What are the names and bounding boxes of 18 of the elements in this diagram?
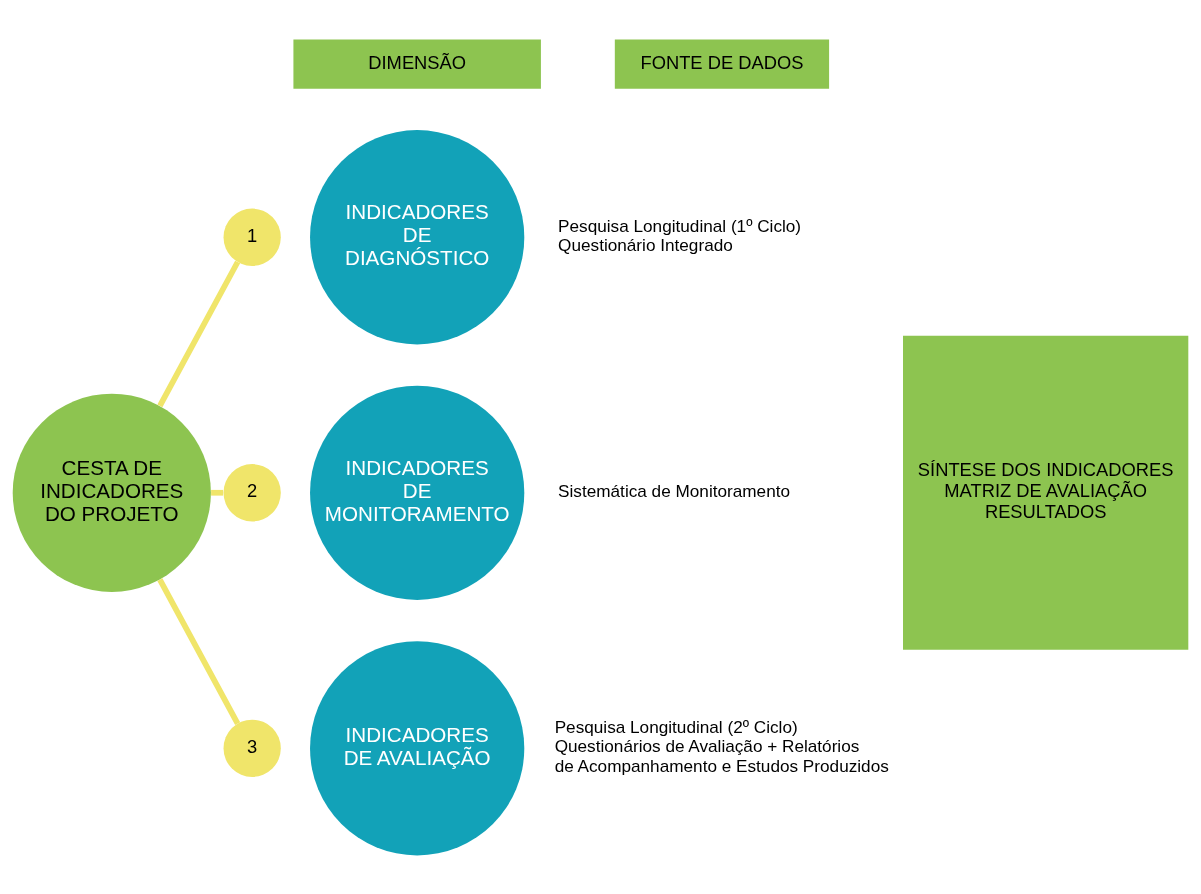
node-box: FONTE DE DADOS	[614, 39, 830, 89]
connector	[157, 260, 241, 407]
node-circle: CESTA DE INDICADORES DO PROJETO	[12, 393, 211, 592]
node-circle: 2	[223, 463, 281, 521]
connector	[211, 489, 224, 496]
node-label: Questionário Integrado	[558, 234, 733, 255]
node-circle: 3	[223, 719, 281, 777]
node-box: SÍNTESE DOS INDICADORES MATRIZ DE AVALIAÇÃO RESULTADOS	[903, 335, 1189, 650]
node-circle: INDICADORES DE AVALIAÇÃO	[310, 640, 525, 855]
node-circle: INDICADORES DE DIAGNÓSTICO	[310, 129, 525, 344]
node-label: Pesquisa Longitudinal (1º Ciclo)	[558, 215, 802, 236]
connector	[157, 577, 241, 725]
node-circle: 1	[223, 208, 281, 266]
node-box: DIMENSÃO	[293, 39, 541, 89]
node-label: Sistemática de Monitoramento	[558, 480, 791, 501]
node-circle: INDICADORES DE MONITORAMENTO	[310, 385, 525, 600]
node-label: Questionários de Avaliação + Relatórios de Acompanhamento e Estudos Produzidos	[554, 735, 889, 776]
node-label: Pesquisa Longitudinal (2º Ciclo)	[554, 716, 798, 737]
